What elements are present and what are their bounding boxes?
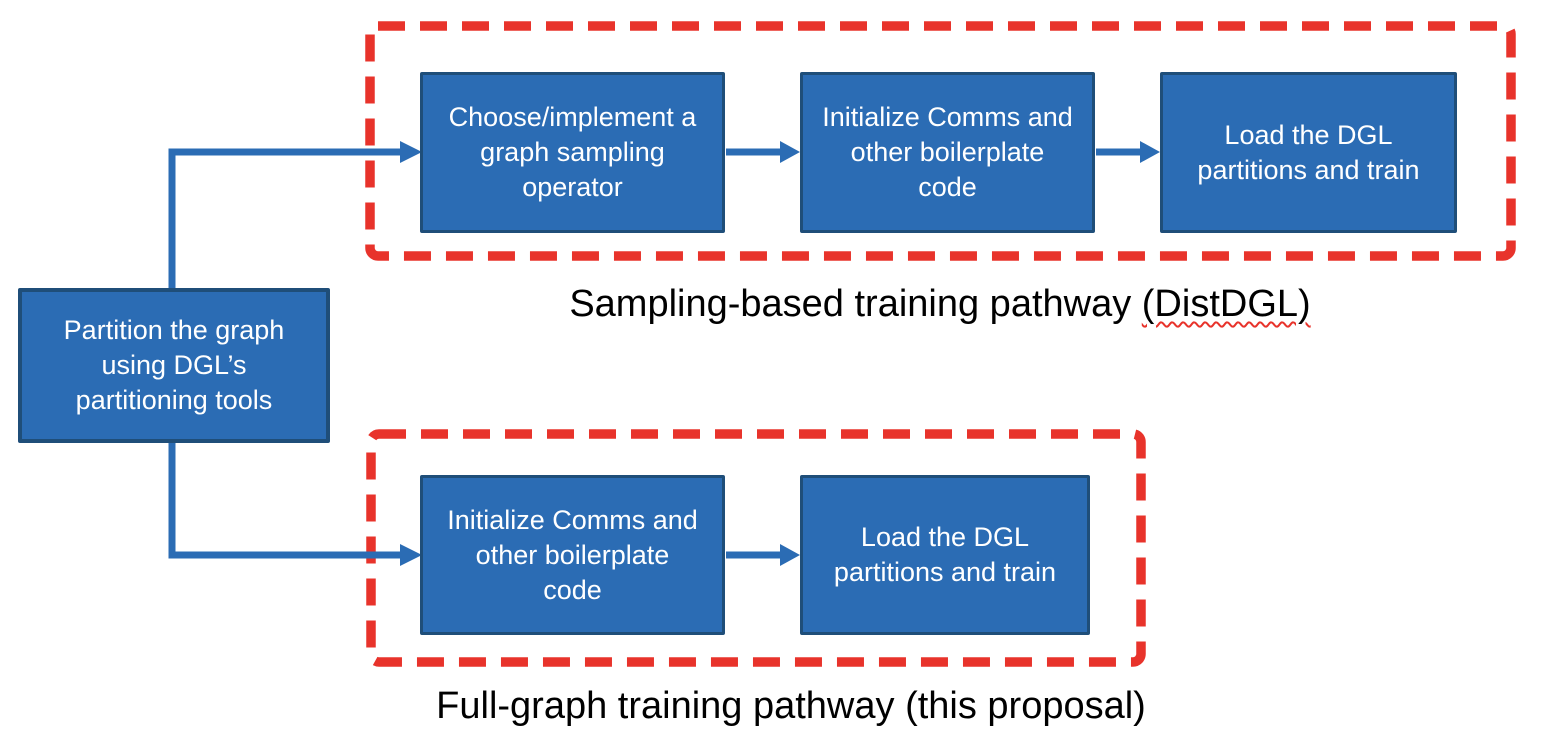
caption-sampling-misspelled-word: (DistDGL) bbox=[1141, 283, 1311, 325]
fullgraph-pathway-dashed-border bbox=[366, 429, 1146, 667]
connector-root-to-sampling bbox=[168, 148, 400, 292]
node-load-partitions-sampling: Load the DGL partitions and train bbox=[1160, 72, 1457, 233]
node-choose-sampling-operator: Choose/implement a graph sampling operat… bbox=[420, 72, 725, 233]
arrowhead-root-to-fullgraph bbox=[400, 544, 422, 566]
arrowhead-sampling-1-to-2 bbox=[780, 141, 800, 163]
connector-root-to-fullgraph bbox=[168, 440, 400, 559]
caption-sampling-pathway: Sampling-based training pathway (DistDGL… bbox=[366, 282, 1514, 326]
node-initialize-comms-sampling: Initialize Comms and other boilerplate c… bbox=[800, 72, 1095, 233]
caption-fullgraph-pathway: Full-graph training pathway (this propos… bbox=[436, 685, 1146, 727]
node-partition-graph: Partition the graph using DGL’s partitio… bbox=[18, 288, 330, 443]
node-load-partitions-fullgraph: Load the DGL partitions and train bbox=[800, 475, 1090, 635]
caption-sampling-text: Sampling-based training pathway bbox=[569, 283, 1142, 325]
node-initialize-comms-fullgraph: Initialize Comms and other boilerplate c… bbox=[420, 475, 725, 635]
arrowhead-fullgraph-1-to-2 bbox=[780, 544, 800, 566]
arrowhead-sampling-2-to-3 bbox=[1140, 141, 1160, 163]
sampling-pathway-dashed-border bbox=[365, 21, 1516, 261]
arrowhead-root-to-sampling bbox=[400, 141, 422, 163]
